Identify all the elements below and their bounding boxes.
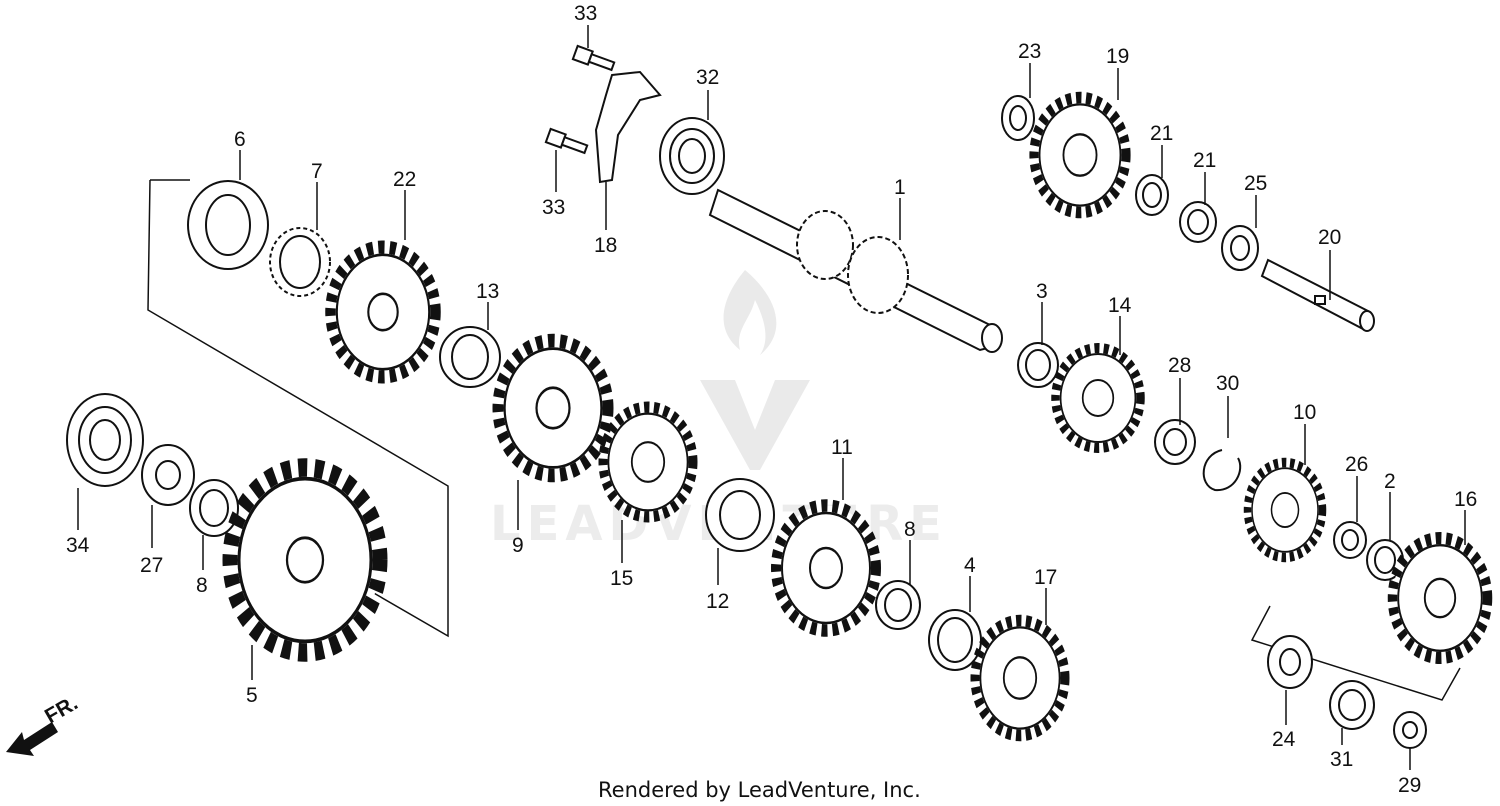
callout-26: 26 xyxy=(1345,453,1368,476)
washer-26 xyxy=(1333,521,1367,559)
bolt-33-lower xyxy=(544,127,589,155)
gear-5 xyxy=(230,468,380,653)
callout-labels: 33 33 18 32 1 6 7 22 13 9 15 12 11 8 34 … xyxy=(66,2,1477,797)
washer-25 xyxy=(1221,225,1259,271)
callout-2: 2 xyxy=(1384,470,1396,493)
callout-30: 30 xyxy=(1216,372,1239,395)
needle-bearing-8-left xyxy=(189,479,239,537)
callout-19: 19 xyxy=(1106,45,1129,68)
gear-17 xyxy=(975,621,1065,736)
callout-15: 15 xyxy=(610,567,633,590)
callout-22: 22 xyxy=(393,168,416,191)
callout-10: 10 xyxy=(1293,401,1316,424)
front-direction-indicator: FR. xyxy=(6,691,82,756)
callout-8-left: 8 xyxy=(196,574,208,597)
rendered-by-footer: Rendered by LeadVenture, Inc. xyxy=(598,778,921,802)
gear-22 xyxy=(331,247,436,377)
bushing-3 xyxy=(1017,342,1059,388)
leader-lines xyxy=(77,25,1466,770)
washer-23 xyxy=(1001,95,1035,141)
callout-8-mid: 8 xyxy=(904,518,916,541)
needle-bearing-31 xyxy=(1329,680,1375,730)
callout-3: 3 xyxy=(1036,280,1048,303)
washer-24 xyxy=(1267,635,1313,689)
callout-21-b: 21 xyxy=(1193,149,1216,172)
bearing-34 xyxy=(66,393,144,487)
callout-16: 16 xyxy=(1454,488,1477,511)
callout-6: 6 xyxy=(234,128,246,151)
circlip-30 xyxy=(1202,449,1242,492)
callout-1: 1 xyxy=(894,176,906,199)
callout-33-lower: 33 xyxy=(542,196,565,219)
bushing-12 xyxy=(705,478,775,552)
callout-13: 13 xyxy=(476,280,499,303)
front-label: FR. xyxy=(41,691,82,728)
washer-29 xyxy=(1393,711,1427,749)
callout-27: 27 xyxy=(140,554,163,577)
bolt-33-top xyxy=(571,44,616,72)
callout-33-top: 33 xyxy=(574,2,597,25)
bearing-32 xyxy=(659,117,725,195)
callout-17: 17 xyxy=(1034,566,1057,589)
retainer-plate-18 xyxy=(594,70,662,184)
needle-bearing-8-mid xyxy=(875,580,921,630)
callout-11: 11 xyxy=(831,436,853,459)
group-bracket-left xyxy=(147,179,449,638)
gear-14 xyxy=(1056,348,1141,448)
gear-15 xyxy=(603,407,693,517)
gear-9 xyxy=(498,341,608,476)
callout-21-a: 21 xyxy=(1150,122,1173,145)
callout-31: 31 xyxy=(1330,748,1353,771)
gear-11 xyxy=(776,506,876,631)
callout-9: 9 xyxy=(512,534,524,557)
callout-25: 25 xyxy=(1244,172,1267,195)
callout-12: 12 xyxy=(706,590,729,613)
countershaft-20 xyxy=(1260,258,1375,332)
main-shaft-1 xyxy=(708,188,1003,353)
bushing-4 xyxy=(928,609,982,671)
collar-13 xyxy=(439,326,501,388)
callout-24: 24 xyxy=(1272,728,1296,751)
washer-28 xyxy=(1154,419,1196,465)
callout-20: 20 xyxy=(1318,226,1341,249)
gear-hub-6 xyxy=(187,180,269,270)
callout-5: 5 xyxy=(246,684,258,707)
callout-14: 14 xyxy=(1108,294,1132,317)
callout-23: 23 xyxy=(1018,40,1041,63)
group-bracket-right xyxy=(1250,605,1461,701)
callout-18: 18 xyxy=(594,234,617,257)
front-arrow-icon xyxy=(6,722,58,756)
callout-28: 28 xyxy=(1168,354,1191,377)
needle-bearing-7 xyxy=(269,227,331,297)
gear-19 xyxy=(1034,98,1126,213)
callout-32: 32 xyxy=(696,66,719,89)
gear-10 xyxy=(1248,463,1323,558)
gear-16 xyxy=(1393,538,1488,658)
callout-4: 4 xyxy=(964,554,976,577)
bushing-21-b xyxy=(1179,201,1217,243)
washer-27 xyxy=(141,444,195,506)
callout-7: 7 xyxy=(311,160,323,183)
bushing-21-a xyxy=(1135,174,1169,216)
callout-29: 29 xyxy=(1398,774,1421,797)
callout-34: 34 xyxy=(66,534,90,557)
